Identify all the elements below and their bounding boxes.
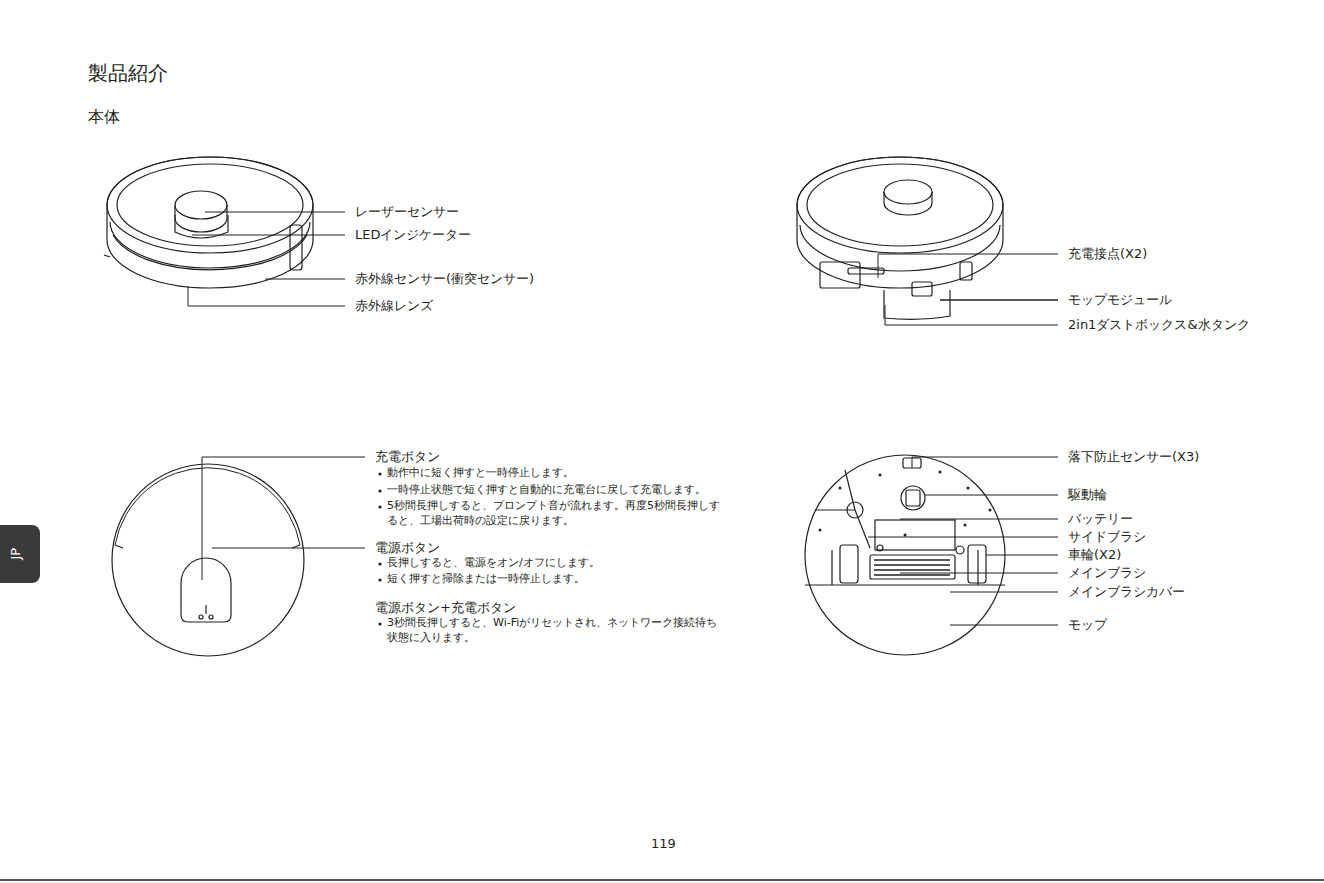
part-label: モップモジュール	[1068, 291, 1172, 309]
button-note: 一時停止状態で短く押すと自動的に充電台に戻して充電します。	[387, 483, 706, 498]
button-label: 電源ボタン	[375, 539, 440, 557]
part-label: 2in1ダストボックス&水タンク	[1068, 316, 1250, 334]
part-label: LEDインジケーター	[355, 226, 471, 244]
part-label: 赤外線レンズ	[355, 297, 433, 315]
button-note: 3秒間長押しすると、Wi-Fiがリセットされ、ネットワーク接続待ち状態に入ります…	[387, 616, 722, 646]
language-tab-label: JP	[7, 548, 25, 560]
part-label: 赤外線センサー(衝突センサー)	[355, 270, 534, 288]
part-label: レーザーセンサー	[355, 203, 459, 221]
page-number: 119	[651, 835, 676, 853]
button-note: 動作中に短く押すと一時停止します。	[387, 466, 574, 481]
part-label: モップ	[1068, 616, 1107, 634]
part-label: メインブラシ	[1068, 564, 1146, 582]
part-label: サイドブラシ	[1068, 528, 1146, 546]
button-label: 電源ボタン+充電ボタン	[375, 599, 516, 617]
part-label: 落下防止センサー(X3)	[1068, 448, 1199, 466]
button-note: 5秒間長押しすると、プロンプト音が流れます。再度5秒間長押しすると、工場出荷時の…	[387, 499, 722, 529]
part-label: バッテリー	[1068, 510, 1133, 528]
part-label: メインブラシカバー	[1068, 583, 1185, 601]
part-label: 駆動輪	[1068, 486, 1107, 504]
button-label: 充電ボタン	[375, 448, 440, 466]
page-title: 製品紹介	[88, 60, 168, 87]
part-label: 充電接点(X2)	[1068, 245, 1147, 263]
part-label: 車輪(X2)	[1068, 546, 1121, 564]
button-note: 短く押すと掃除または一時停止します。	[387, 572, 585, 587]
button-note: 長押しすると、電源をオン/オフにします。	[387, 556, 600, 571]
section-heading: 本体	[88, 106, 120, 128]
